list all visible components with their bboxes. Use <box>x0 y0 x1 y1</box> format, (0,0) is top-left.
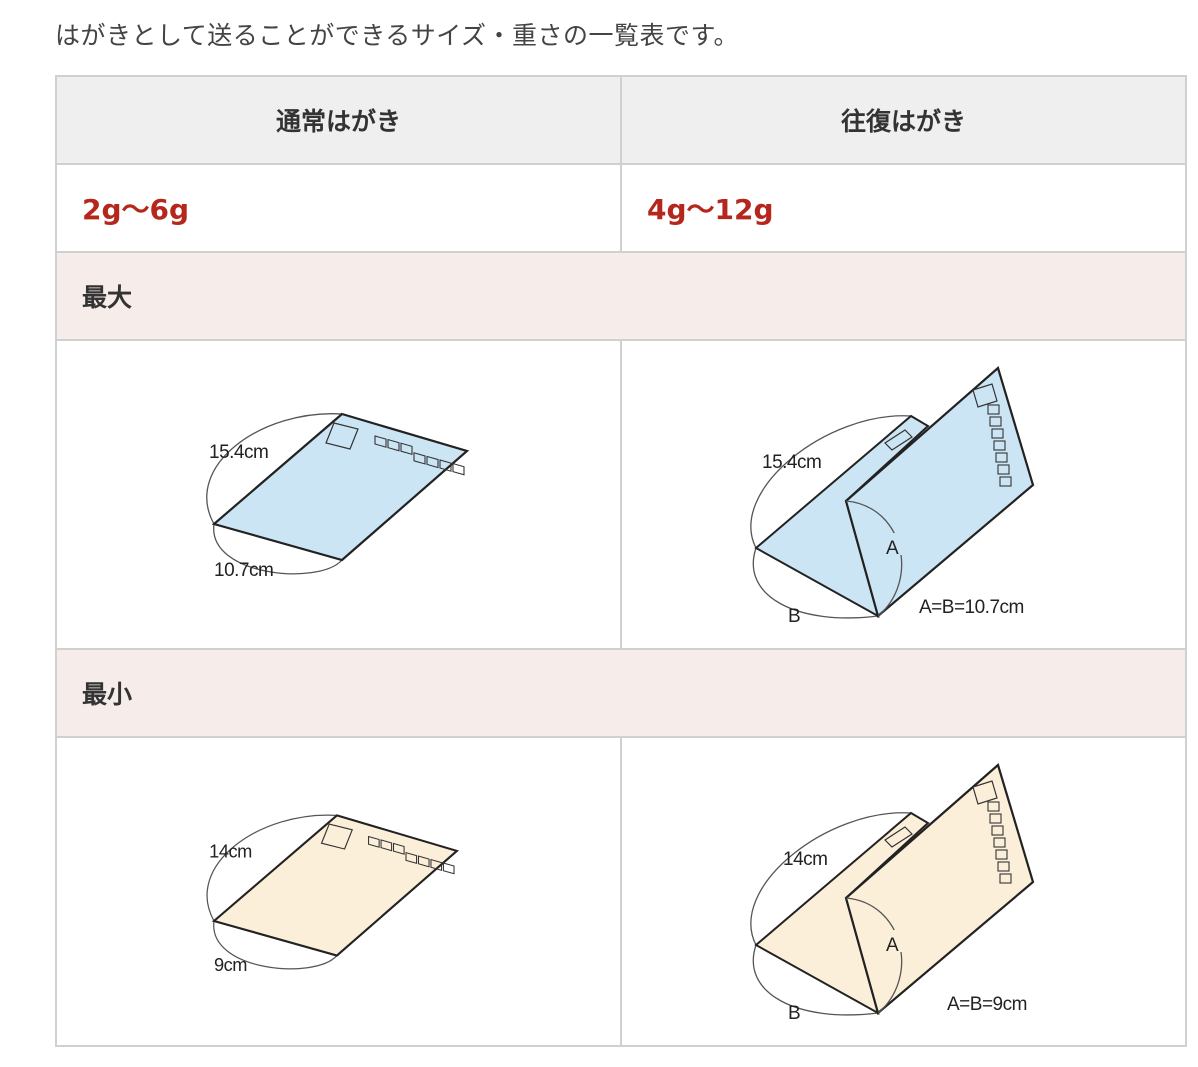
postal-code-box <box>989 416 1002 427</box>
b-label: B <box>788 606 800 627</box>
back-panel <box>754 811 930 1016</box>
postal-code-box <box>392 842 405 855</box>
length-arc <box>750 812 912 946</box>
postcard-shape <box>211 814 460 957</box>
a-label: A <box>886 538 899 559</box>
postal-code-box <box>989 813 1002 824</box>
length-arc <box>750 415 912 549</box>
postal-code-box <box>405 851 418 865</box>
stamp-box <box>972 383 998 408</box>
weight-normal: 2g〜6g <box>55 163 622 253</box>
back-panel <box>754 414 930 619</box>
flat-card-group: 14cm 9cm <box>206 814 460 975</box>
length-label: 14cm <box>783 849 827 870</box>
postal-code-box <box>374 435 387 448</box>
equation-label: A=B=9cm <box>947 994 1027 1015</box>
section-label-min: 最小 <box>55 648 1187 738</box>
length-label: 15.4cm <box>209 442 268 463</box>
postal-code-box <box>426 455 439 469</box>
length-arc <box>206 413 343 525</box>
normal-min-illustration: 14cm 9cm <box>55 736 622 1047</box>
flat-card-group: 15.4cm 10.7cm <box>206 412 470 581</box>
b-label: B <box>788 1003 800 1024</box>
postal-code-box <box>995 452 1008 463</box>
length-label: 15.4cm <box>762 452 821 473</box>
a-label-bg <box>884 533 904 555</box>
postal-code-box <box>999 873 1012 884</box>
postal-code-box <box>400 442 413 456</box>
postal-code-box <box>991 825 1004 836</box>
postal-code-box <box>997 861 1010 872</box>
width-arc <box>213 523 343 575</box>
back-stamp-box <box>884 429 913 451</box>
header-row: 通常はがき 往復はがき <box>55 75 1187 165</box>
a-label: A <box>886 935 899 956</box>
stamp-box <box>972 780 998 805</box>
normal-max-illustration: 15.4cm 10.7cm <box>55 339 622 650</box>
postal-code-box <box>987 801 1000 812</box>
postal-code-box <box>452 462 465 476</box>
flat-postcard-diagram: 15.4cm 10.7cm <box>206 412 470 581</box>
postal-code-box <box>987 404 1000 415</box>
postal-code-box <box>430 858 443 871</box>
section-row-min: 最小 <box>55 648 1187 738</box>
postal-code-box <box>991 428 1004 439</box>
postal-code-box <box>380 839 393 852</box>
flat-postcard-diagram: 14cm 9cm <box>206 814 460 975</box>
front-panel <box>844 763 1035 1015</box>
postal-code-box <box>368 835 380 848</box>
width-label: 9cm <box>214 954 247 975</box>
front-panel <box>844 366 1035 618</box>
postcard-shape <box>211 412 470 562</box>
postal-code-box <box>997 464 1010 475</box>
postal-code-box <box>999 476 1012 487</box>
weight-row: 2g〜6g 4g〜12g <box>55 163 1187 253</box>
b-arc <box>752 944 879 1016</box>
stamp-box <box>325 422 359 450</box>
postal-code-box <box>439 459 452 472</box>
header-reply-postcard: 往復はがき <box>620 75 1187 165</box>
postal-code-box <box>995 849 1008 860</box>
header-normal-postcard: 通常はがき <box>55 75 622 165</box>
stamp-box <box>320 823 354 850</box>
postal-code-box <box>442 862 455 875</box>
postal-code-box <box>993 837 1006 848</box>
section-label-max: 最大 <box>55 251 1187 341</box>
weight-reply: 4g〜12g <box>620 163 1187 253</box>
intro-text: はがきとして送ることができるサイズ・重さの一覧表です。 <box>55 21 740 50</box>
width-arc <box>213 920 338 970</box>
section-row-max: 最大 <box>55 251 1187 341</box>
width-label: 10.7cm <box>214 560 273 581</box>
length-label: 14cm <box>209 841 252 862</box>
postal-code-box <box>417 855 430 868</box>
postal-code-box <box>387 438 400 452</box>
postal-code-box <box>993 440 1006 451</box>
a-label-bg <box>884 930 904 952</box>
postcard-size-table: 通常はがき 往復はがき 2g〜6g 4g〜12g 最大 15.4cm 10.7cm… <box>55 75 1187 1047</box>
equation-label: A=B=10.7cm <box>919 597 1024 618</box>
postal-code-box <box>413 452 426 465</box>
length-arc <box>206 814 337 922</box>
b-arc <box>752 547 879 619</box>
back-stamp-box <box>884 826 913 848</box>
